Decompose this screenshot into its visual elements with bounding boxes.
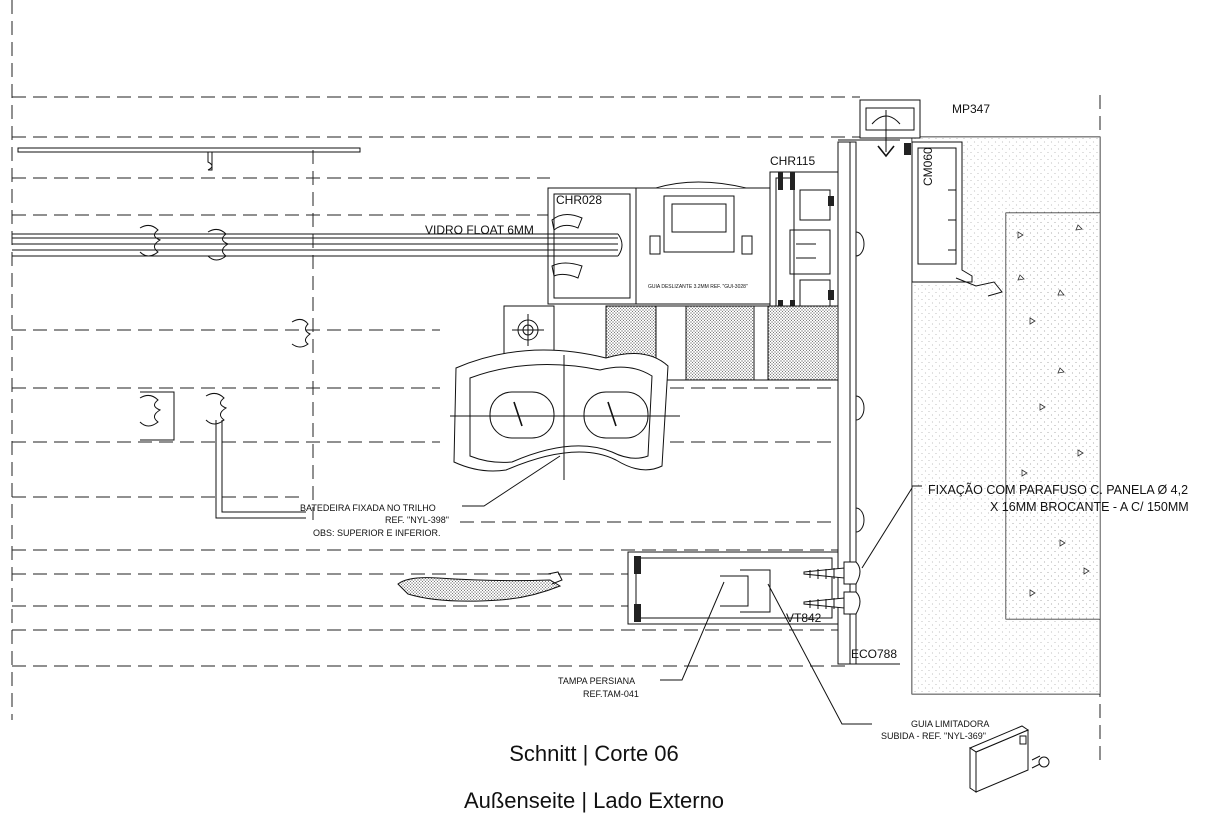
chr115-label: CHR115	[770, 154, 815, 168]
annotations: FIXAÇÃO COM PARAFUSO C. PANELA Ø 4,2 X 1…	[300, 483, 1189, 741]
vt842-label: VT842	[786, 611, 822, 625]
slide-guide-block: GUIA DESLIZANTE 3.2MM REF. "GUI-3028"	[635, 181, 771, 305]
roller-stopper	[450, 349, 680, 480]
mp347-profile: MP347	[859, 99, 990, 158]
stopper-note-line2: REF. "NYL-398"	[385, 515, 449, 525]
guide-note-line1: GUIA LIMITADORA	[911, 719, 989, 729]
fixing-screws	[803, 561, 861, 615]
eco788-label: ECO788	[851, 647, 897, 661]
captions: Schnitt | Corte 06 Außenseite | Lado Ext…	[464, 741, 724, 813]
left-track-rails	[17, 147, 361, 519]
shutter-slat	[397, 571, 563, 602]
fixing-note-line2: X 16MM BROCANTE - A C/ 150MM	[990, 500, 1189, 514]
guide-detail-3d	[968, 725, 1050, 793]
guide-note-line2: SUBIDA - REF. "NYL-369"	[881, 731, 986, 741]
stopper-note-line1: BATEDEIRA FIXADA NO TRILHO	[300, 503, 436, 513]
cover-note-line1: TAMPA PERSIANA	[558, 676, 635, 686]
eco788-frame: ECO788	[837, 139, 900, 665]
fixing-note-line1: FIXAÇÃO COM PARAFUSO C. PANELA Ø 4,2	[928, 483, 1188, 497]
cm060-profile: CM060	[911, 141, 1003, 297]
cover-note-line2: REF.TAM-041	[583, 689, 639, 699]
mp347-label: MP347	[952, 102, 990, 116]
chr115-profile: CHR115	[769, 154, 839, 323]
glass-label: VIDRO FLOAT 6MM	[425, 223, 534, 237]
stopper-note-line3: OBS: SUPERIOR E INFERIOR.	[313, 528, 441, 538]
vt842-profile: VT842	[627, 551, 839, 625]
chr028-label: CHR028	[556, 193, 602, 207]
section-caption: Schnitt | Corte 06	[509, 741, 679, 766]
chr028-profile: CHR028	[547, 187, 637, 305]
glass-pane: VIDRO FLOAT 6MM	[12, 223, 623, 257]
side-caption: Außenseite | Lado Externo	[464, 788, 724, 813]
slide-guide-label: GUIA DESLIZANTE 3.2MM REF. "GUI-3028"	[648, 284, 748, 290]
leader-lines	[462, 455, 922, 725]
cm060-label: CM060	[921, 147, 935, 186]
